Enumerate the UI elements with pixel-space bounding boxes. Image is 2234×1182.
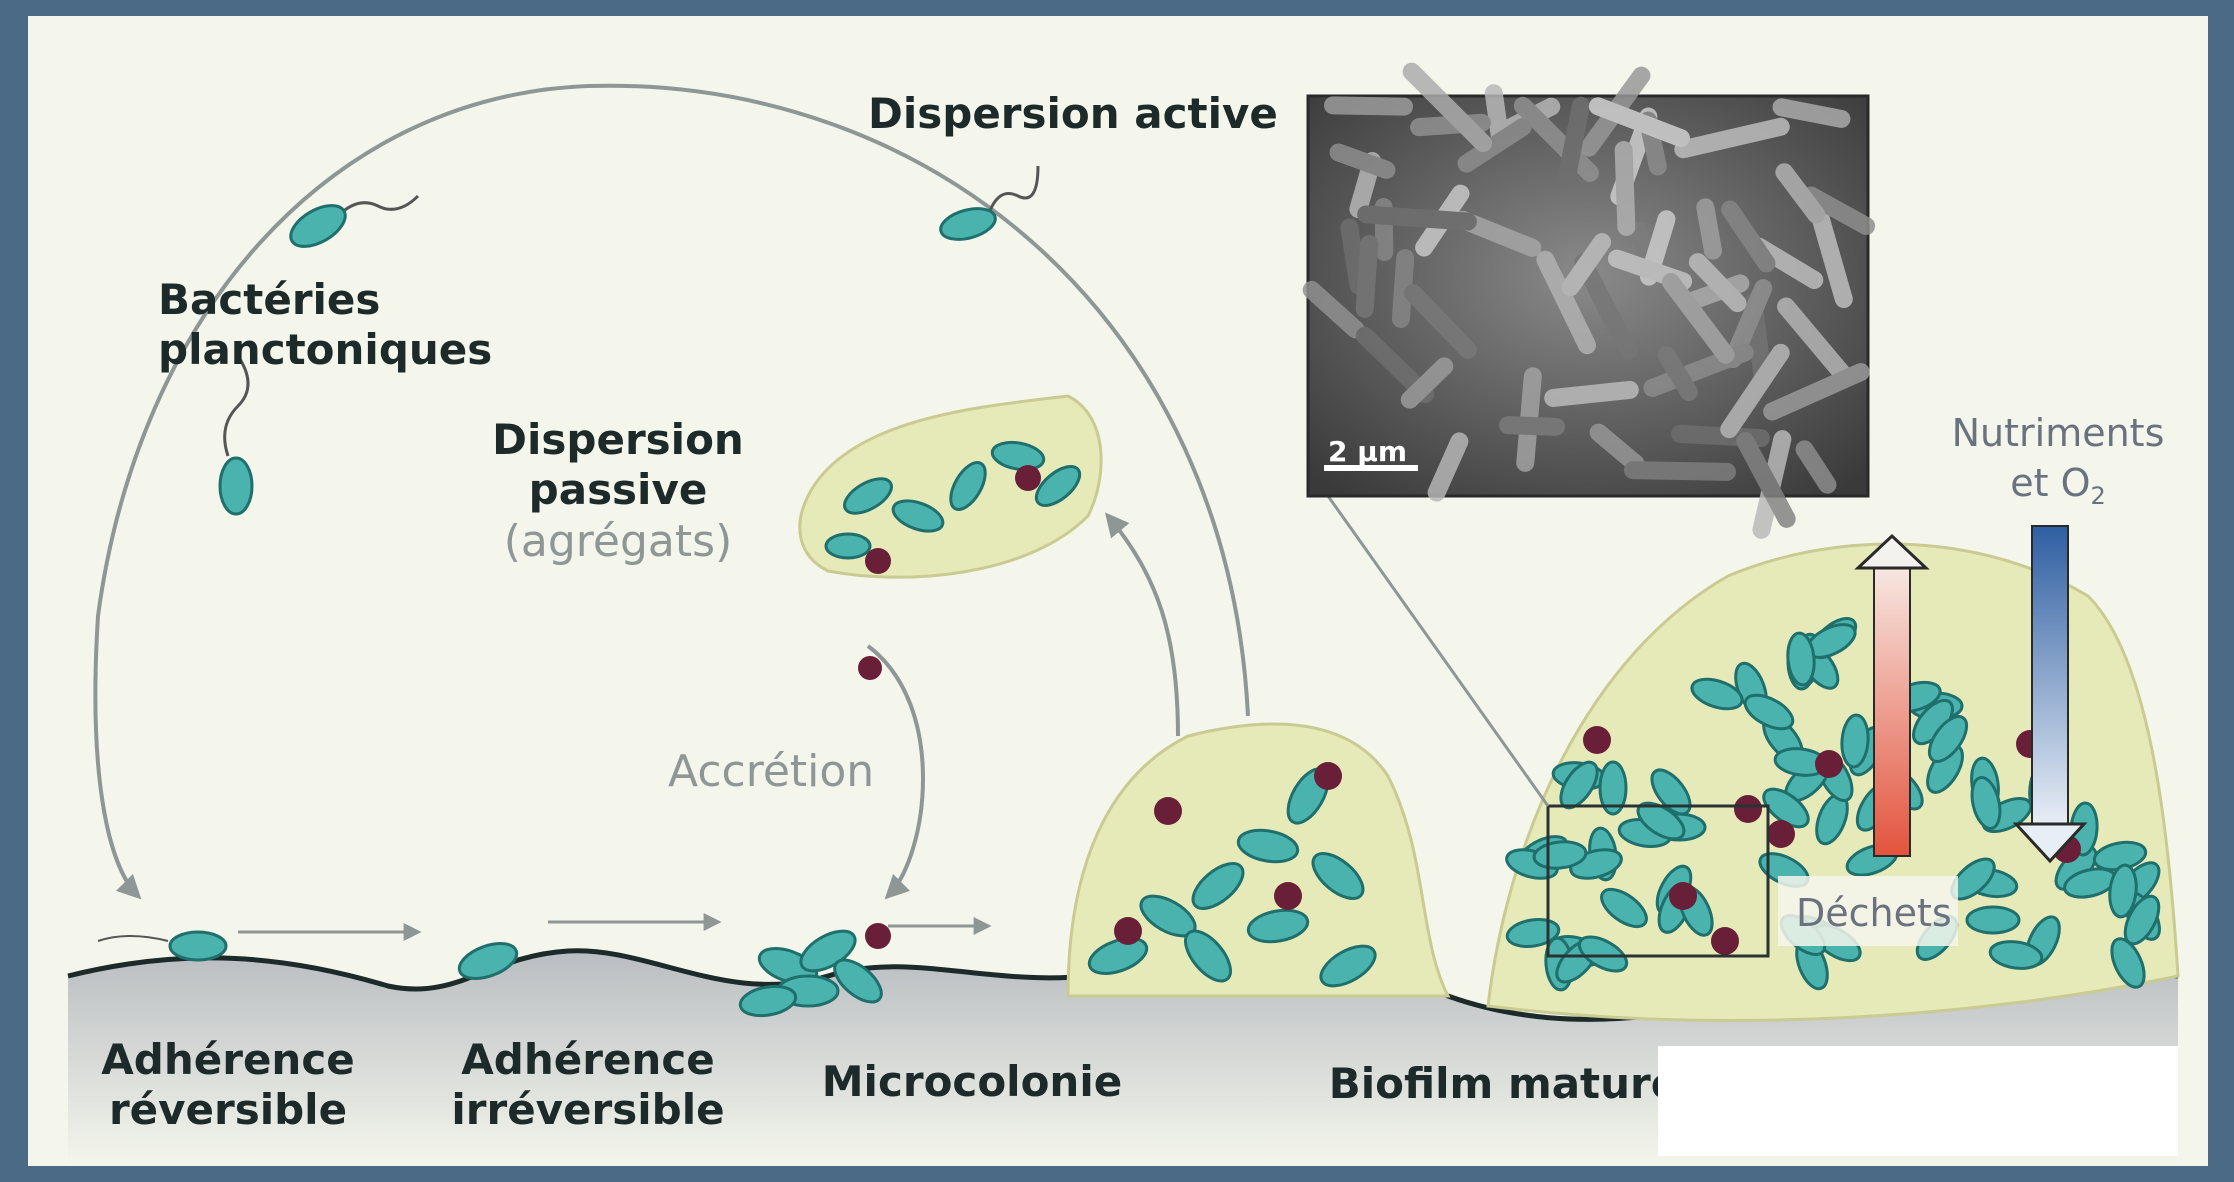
biofilm-dead-cell [1815,750,1843,778]
label-et-o2: et O2 [2010,461,2106,510]
label-dispersion-passive-1: Dispersion [492,415,744,464]
label-adherence-reversible-2: réversible [109,1085,347,1134]
label-dispersion-passive-2: passive [529,465,708,514]
label-bacteries: Bactéries [158,275,380,324]
accretion-cell [858,656,882,680]
accretion-arc [868,646,923,896]
biofilm-dead-cell [1669,882,1697,910]
label-dispersion-passive-3: (agrégats) [504,516,733,567]
sem-micrograph: 2 µm [1299,59,1878,541]
planktonic-bacterium-1 [284,196,418,255]
sem-rod [1614,141,1635,237]
biofilm-diagram: 2 µm Dispersion active Bactéries plancto… [28,16,2208,1166]
label-microcolonie: Microcolonie [822,1057,1122,1106]
diagram-canvas: 2 µm Dispersion active Bactéries plancto… [28,16,2208,1166]
label-dispersion-active: Dispersion active [868,89,1278,138]
label-nutriments: Nutriments [1952,411,2165,455]
label-accretion: Accrétion [668,746,874,797]
label-adherence-reversible-1: Adhérence [101,1035,354,1084]
label-adherence-irreversible-1: Adhérence [461,1035,714,1084]
aggregate [800,396,1101,577]
sem-rod [1624,461,1736,481]
biofilm-dead-cell [1767,820,1795,848]
biofilm-bacterium [1967,907,2019,933]
biofilm-dead-cell [1734,795,1762,823]
label-adherence-irreversible-2: irréversible [451,1085,724,1134]
adhered-bacterium-reversible [170,932,226,960]
label-biofilm-mature: Biofilm mature [1329,1059,1679,1108]
sem-rod [1499,416,1566,436]
young-biofilm [1068,724,1448,996]
planktonic-bacterium-2 [220,356,252,514]
sem-rod [1324,96,1413,116]
blank-box [1658,1046,2178,1156]
mature-biofilm [1488,544,2178,1020]
biofilm-dead-cell [1711,927,1739,955]
biofilm-dead-cell [1583,726,1611,754]
label-dechets: Déchets [1796,891,1952,935]
label-planctoniques: planctoniques [158,325,492,374]
dispersion-passive-arc [1108,516,1178,736]
scale-bar-label: 2 µm [1328,435,1407,468]
